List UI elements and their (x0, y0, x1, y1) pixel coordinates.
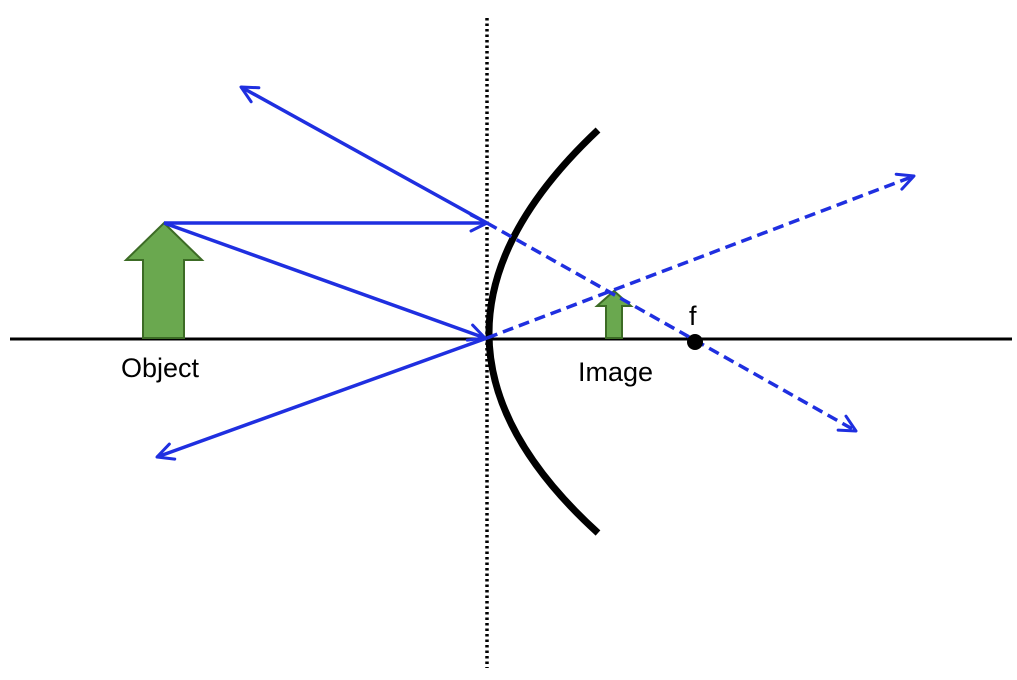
virtual-ray-from-pole (486, 172, 916, 340)
image-arrow (594, 289, 634, 339)
object-label: Object (121, 353, 200, 383)
focal-point-dot (687, 334, 703, 350)
focal-point-label: f (689, 301, 697, 331)
reflected-ray-lower (155, 336, 488, 461)
object-arrow (123, 221, 205, 339)
convex-mirror (485, 127, 601, 536)
virtual-ray-through-focus (486, 221, 858, 433)
incident-ray-to-pole (163, 221, 487, 342)
image-label: Image (578, 357, 653, 387)
reflected-ray-upper (239, 85, 488, 225)
